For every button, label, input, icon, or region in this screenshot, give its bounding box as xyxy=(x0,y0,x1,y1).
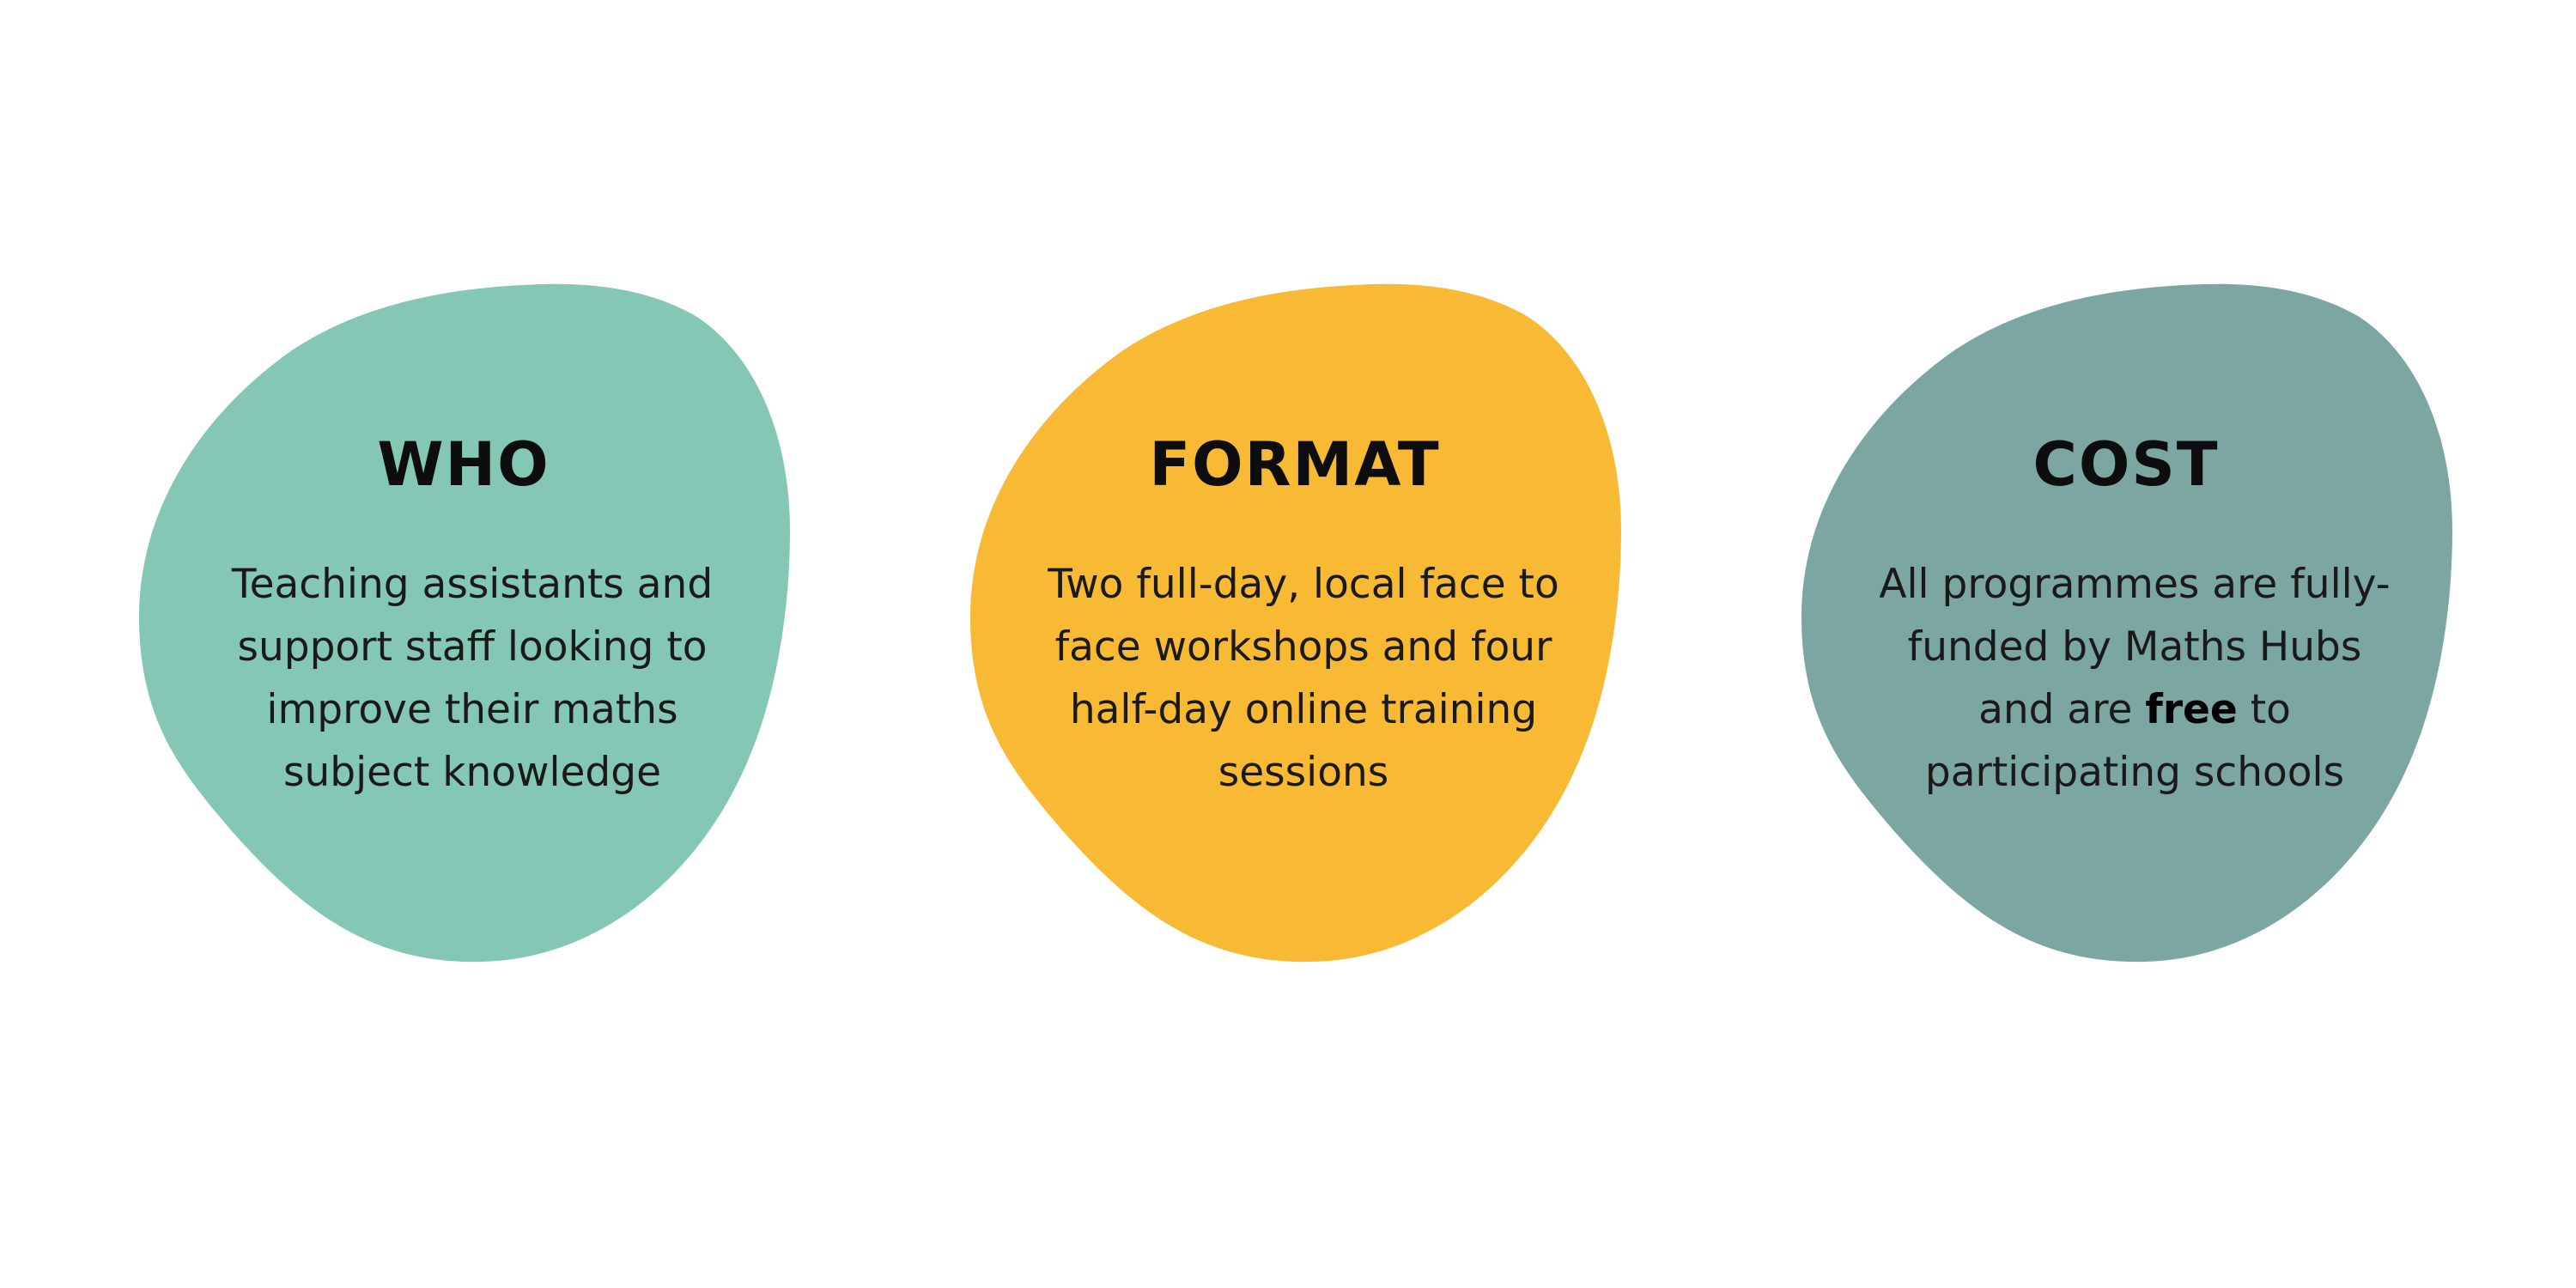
cost-content: COST All programmes are fully-funded by … xyxy=(1800,282,2461,969)
who-content: WHO Teaching assistants and support staf… xyxy=(137,282,799,969)
cost-description: All programmes are fully-funded by Maths… xyxy=(1873,553,2397,804)
format-card: FORMAT Two full-day, local face to face … xyxy=(969,282,1630,969)
cost-blob-shape xyxy=(1801,283,2452,963)
who-title: WHO xyxy=(377,429,550,500)
cost-blob-path xyxy=(1801,283,2452,963)
format-blob-path xyxy=(970,283,1621,963)
format-description: Two full-day, local face to face worksho… xyxy=(1048,561,1559,796)
cost-text-before: All programmes are fully-funded by Maths… xyxy=(1879,561,2391,733)
cost-title: COST xyxy=(2032,429,2220,500)
cost-text-after: to participating schools xyxy=(1924,686,2345,796)
who-card: WHO Teaching assistants and support staf… xyxy=(137,282,799,969)
format-title: FORMAT xyxy=(1149,429,1441,500)
who-blob-path xyxy=(139,283,790,963)
format-blob-shape xyxy=(970,283,1621,963)
who-description: Teaching assistants and support staff lo… xyxy=(231,561,714,796)
cost-free-emphasis: free xyxy=(2145,686,2238,733)
who-blob-shape xyxy=(139,283,790,963)
cost-card: COST All programmes are fully-funded by … xyxy=(1800,282,2461,969)
format-content: FORMAT Two full-day, local face to face … xyxy=(969,282,1630,969)
